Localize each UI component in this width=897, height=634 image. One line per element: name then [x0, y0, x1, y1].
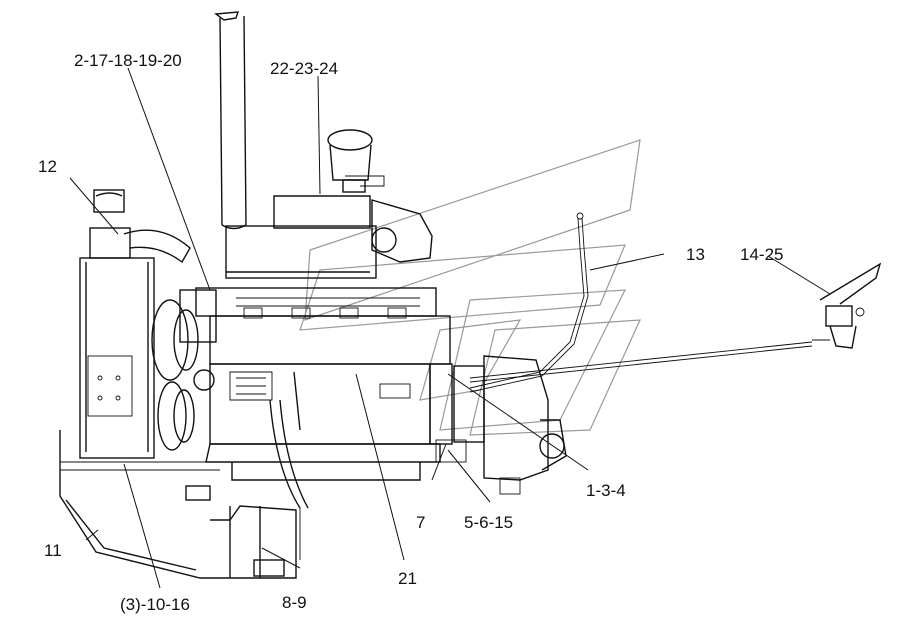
- engine-block: [195, 225, 451, 481]
- callout-label: 1-3-4: [586, 481, 626, 500]
- callout-label: 5-6-15: [464, 513, 513, 532]
- callout-label: (3)-10-16: [120, 595, 190, 614]
- callout-label: 13: [686, 245, 705, 264]
- callout-label: 12: [38, 157, 57, 176]
- leader-lines: [69, 67, 831, 589]
- air-cleaner: [273, 129, 433, 263]
- callout-label: 21: [398, 569, 417, 588]
- throttle-linkage: [469, 212, 813, 393]
- callout-label: 11: [44, 541, 62, 560]
- base-frame: [59, 430, 297, 579]
- callout-label: 14-25: [740, 245, 783, 264]
- callout-label: 7: [416, 513, 425, 532]
- callout-labels: 2-17-18-19-20 22-23-24 12 13 14-25 1-3-4…: [38, 51, 783, 614]
- callout-label: 22-23-24: [270, 59, 338, 78]
- callout-label: 8-9: [282, 593, 307, 612]
- exhaust-pipe: [214, 11, 247, 230]
- flywheel-housing: [429, 355, 567, 495]
- pedal-assembly: [812, 262, 882, 349]
- fuel-lines: [269, 371, 309, 560]
- fan-pulleys: [151, 289, 217, 451]
- callout-label: 2-17-18-19-20: [74, 51, 182, 70]
